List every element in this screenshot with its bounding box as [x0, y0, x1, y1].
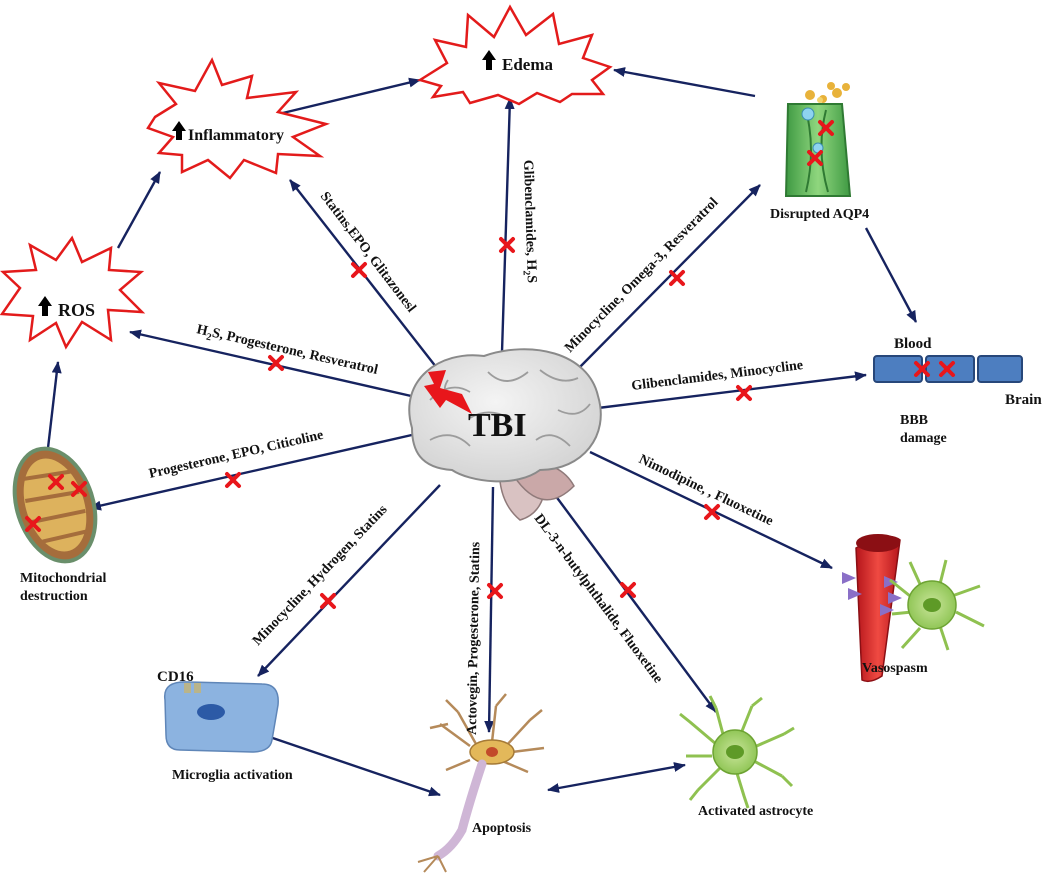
drugs-aqp4-label: Minocycline, Omega-3, Resveratrol: [562, 195, 721, 356]
ros-label: ROS: [58, 300, 95, 320]
drugs-inflammatory-label: Statins,EPO, Glitazonesl: [317, 189, 419, 315]
astrocyte-label: Activated astrocyte: [698, 804, 813, 819]
x-mark-icon: [499, 237, 515, 253]
ros-burst: ROS: [0, 235, 146, 350]
x-mark-icon: [487, 583, 503, 599]
microglia-illustration: [163, 681, 279, 753]
mito-label-line2: destruction: [20, 589, 88, 604]
drugs-edema-tail: S: [524, 275, 539, 283]
drugs-edema-subscript: 2: [520, 270, 531, 275]
arrow-mito-ros: [46, 361, 62, 449]
x-mark-icon: [320, 593, 336, 609]
arrows: [46, 67, 918, 797]
mitochondria-illustration: [12, 446, 98, 564]
arrow-aqp4-bbb: [864, 227, 918, 323]
aqp4-label: Disrupted AQP4: [770, 207, 869, 222]
x-mark-icon: [620, 582, 636, 598]
up-arrow-icon: [482, 50, 496, 70]
arrow-microglia-apoptosis: [257, 731, 441, 797]
x-mark-icon: [225, 472, 241, 488]
apoptosis-label: Apoptosis: [472, 821, 532, 836]
bbb-label-line1: BBB: [900, 413, 928, 428]
arrow-aqp4-edema: [613, 67, 756, 98]
edema-label: Edema: [502, 55, 554, 74]
drugs-edema-label: Glibenclamides, H2S: [517, 160, 539, 284]
microglia-label: Microglia activation: [172, 768, 293, 783]
drugs-microglia-label: Minocycline, Hydrogen, Statins: [250, 502, 391, 649]
arrow-apoptosis-astrocyte: [547, 762, 686, 793]
x-mark-icon: [351, 262, 367, 278]
inflammatory-burst: Inflammatory: [146, 57, 331, 180]
up-arrow-icon: [172, 121, 186, 140]
cd16-label: CD16: [157, 669, 194, 685]
drugs-ros-label: H2S, Progesterone, Resveratrol: [194, 322, 379, 381]
arrow-tbi-aqp4: [574, 184, 761, 373]
brain-illustration: TBI: [408, 348, 602, 521]
astrocyte-illustration: [679, 695, 795, 809]
mito-label-line1: Mitochondrial: [20, 571, 106, 586]
blood-label: Blood: [894, 336, 932, 352]
arrow-inflammatory-edema: [261, 77, 421, 120]
x-mark-icon: [807, 150, 823, 166]
drugs-ros-subscript: 2: [205, 332, 212, 344]
x-mark-icon: [71, 481, 87, 497]
arrow-tbi-astrocyte: [554, 494, 717, 713]
inhibition-marks: [25, 120, 955, 609]
vasospasm-illustration: [842, 534, 985, 683]
x-mark-icon: [704, 504, 720, 520]
up-arrow-icon: [38, 296, 52, 316]
drugs-ros-h: H: [195, 322, 209, 339]
arrow-tbi-microglia: [257, 484, 441, 677]
x-mark-icon: [939, 361, 955, 377]
inflammatory-label: Inflammatory: [188, 127, 284, 144]
tbi-label: TBI: [468, 407, 527, 444]
brain-label: Brain: [1005, 392, 1042, 408]
lightning-icon: [424, 370, 472, 414]
aqp4-illustration: [784, 82, 852, 197]
bbb-illustration: [873, 355, 1023, 383]
drugs-astrocyte-label: DL-3-n-butylphthalide, Fluoxetine: [531, 511, 666, 686]
x-mark-icon: [818, 120, 834, 136]
vasospasm-label: Vasospasm: [862, 661, 928, 676]
bbb-label-line2: damage: [900, 431, 947, 446]
x-mark-icon: [25, 516, 41, 532]
x-mark-icon: [48, 474, 64, 490]
arrow-tbi-apoptosis: [484, 486, 495, 733]
drugs-apoptosis-label: Actovegin, Progesterone, Statins: [465, 541, 483, 735]
neuron-illustration: [417, 693, 545, 873]
arrow-tbi-edema: [500, 97, 515, 353]
arrow-tbi-bbb: [597, 371, 867, 410]
x-mark-icon: [736, 385, 752, 401]
arrow-tbi-mito: [89, 430, 426, 511]
drugs-edema-main: Glibenclamides, H: [520, 160, 538, 271]
edema-burst: Edema: [416, 4, 613, 106]
x-mark-icon: [669, 270, 685, 286]
arrow-ros-inflammatory: [116, 171, 162, 249]
x-mark-icon: [268, 355, 284, 371]
drugs-bbb-label: Glibenclamides, Minocycline: [631, 358, 804, 394]
x-mark-icon: [914, 361, 930, 377]
